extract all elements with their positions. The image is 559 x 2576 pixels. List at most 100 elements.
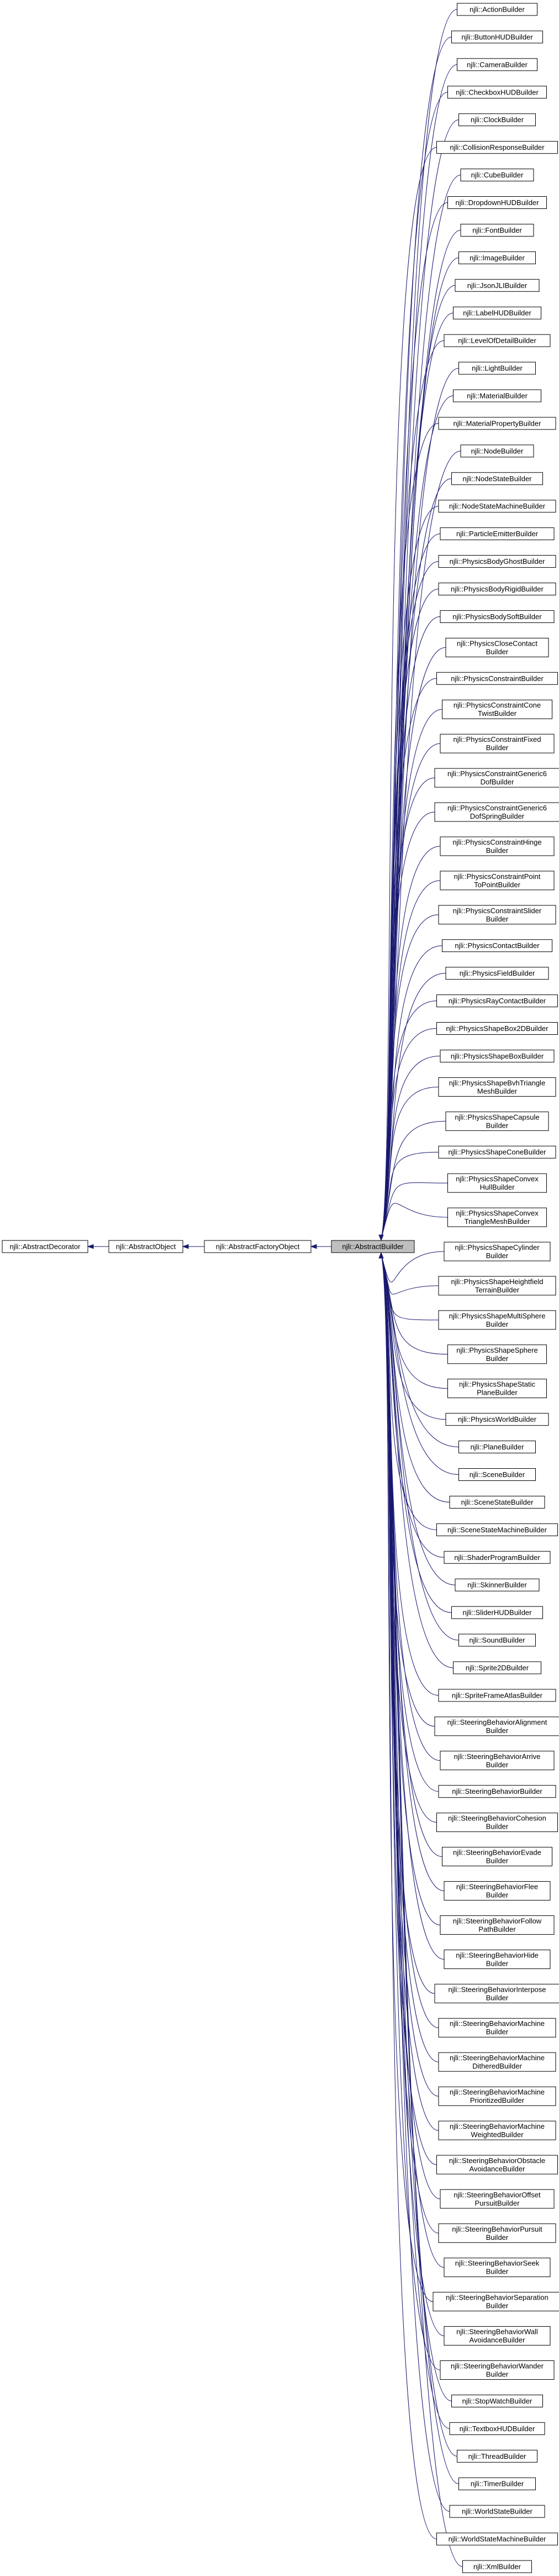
class-node-plane-builder[interactable]: njli::PlaneBuilder xyxy=(458,1441,536,1454)
class-node-steering-behavior-wall-avoidance-builder[interactable]: njli::SteeringBehaviorWallAvoidanceBuild… xyxy=(444,2326,551,2346)
class-node-physics-constraint-generic6-dof-spring-builder[interactable]: njli::PhysicsConstraintGeneric6DofSpring… xyxy=(434,802,559,822)
class-node-world-state-machine-builder[interactable]: njli::WorldStateMachineBuilder xyxy=(436,2532,558,2546)
class-node-particle-emitter-builder[interactable]: njli::ParticleEmitterBuilder xyxy=(440,527,555,541)
class-node-physics-world-builder[interactable]: njli::PhysicsWorldBuilder xyxy=(445,1413,549,1426)
inheritance-edge xyxy=(381,777,435,1240)
class-node-physics-shape-box2-dbuilder[interactable]: njli::PhysicsShapeBox2DBuilder xyxy=(436,1022,558,1035)
class-node-abstract-builder[interactable]: njli::AbstractBuilder xyxy=(331,1240,415,1253)
class-node-physics-constraint-generic6-dof-builder[interactable]: njli::PhysicsConstraintGeneric6DofBuilde… xyxy=(434,768,559,788)
class-node-shader-program-builder[interactable]: njli::ShaderProgramBuilder xyxy=(444,1551,551,1564)
class-node-clock-builder[interactable]: njli::ClockBuilder xyxy=(458,113,536,127)
class-node-steering-behavior-seek-builder-label: njli::SteeringBehaviorSeek xyxy=(455,2259,540,2268)
class-node-steering-behavior-offset-pursuit-builder[interactable]: njli::SteeringBehaviorOffsetPursuitBuild… xyxy=(440,2189,555,2209)
class-node-abstract-decorator[interactable]: njli::AbstractDecorator xyxy=(2,1240,88,1253)
class-node-steering-behavior-alignment-builder-label: Builder xyxy=(486,1726,509,1735)
class-node-json-jlibuilder-box xyxy=(455,279,540,292)
class-node-level-of-detail-builder-label: njli::LevelOfDetailBuilder xyxy=(458,337,536,345)
class-node-timer-builder[interactable]: njli::TimerBuilder xyxy=(458,2477,536,2490)
class-node-steering-behavior-interpose-builder-box xyxy=(434,1983,559,2003)
class-node-physics-constraint-point-to-point-builder[interactable]: njli::PhysicsConstraintPointToPointBuild… xyxy=(440,871,555,891)
class-node-dropdown-hudbuilder[interactable]: njli::DropdownHUDBuilder xyxy=(447,196,547,209)
class-node-level-of-detail-builder[interactable]: njli::LevelOfDetailBuilder xyxy=(444,334,551,347)
class-node-steering-behavior-builder[interactable]: njli::SteeringBehaviorBuilder xyxy=(438,1785,556,1798)
class-node-stop-watch-builder[interactable]: njli::StopWatchBuilder xyxy=(451,2394,543,2407)
class-node-abstract-factory-object[interactable]: njli::AbstractFactoryObject xyxy=(204,1240,312,1253)
class-node-sprite2-dbuilder[interactable]: njli::Sprite2DBuilder xyxy=(453,1661,541,1674)
class-node-node-state-builder[interactable]: njli::NodeStateBuilder xyxy=(451,472,543,485)
class-node-label-hudbuilder[interactable]: njli::LabelHUDBuilder xyxy=(453,306,541,320)
class-node-camera-builder[interactable]: njli::CameraBuilder xyxy=(457,58,537,71)
class-node-steering-behavior-machine-prioritized-builder[interactable]: njli::SteeringBehaviorMachinePrioritized… xyxy=(438,2086,556,2106)
class-node-action-builder[interactable]: njli::ActionBuilder xyxy=(457,3,537,16)
class-node-world-state-builder[interactable]: njli::WorldStateBuilder xyxy=(449,2505,545,2518)
class-node-physics-field-builder[interactable]: njli::PhysicsFieldBuilder xyxy=(445,967,549,980)
class-node-steering-behavior-machine-weighted-builder[interactable]: njli::SteeringBehaviorMachineWeightedBui… xyxy=(438,2121,556,2140)
class-node-material-property-builder[interactable]: njli::MaterialPropertyBuilder xyxy=(438,417,556,430)
class-node-physics-body-rigid-builder[interactable]: njli::PhysicsBodyRigidBuilder xyxy=(438,583,556,595)
class-node-font-builder[interactable]: njli::FontBuilder xyxy=(460,223,534,237)
class-node-sprite-frame-atlas-builder[interactable]: njli::SpriteFrameAtlasBuilder xyxy=(438,1689,556,1702)
class-node-action-builder-label: njli::ActionBuilder xyxy=(470,6,525,14)
class-node-cube-builder-box xyxy=(460,169,534,182)
class-node-steering-behavior-arrive-builder-label: Builder xyxy=(486,1761,509,1769)
class-node-skinner-builder[interactable]: njli::SkinnerBuilder xyxy=(455,1578,540,1591)
class-node-xml-builder[interactable]: njli::XmlBuilder xyxy=(462,2560,532,2573)
class-node-node-builder[interactable]: njli::NodeBuilder xyxy=(460,444,534,458)
class-node-physics-body-ghost-builder[interactable]: njli::PhysicsBodyGhostBuilder xyxy=(438,555,556,568)
class-node-collision-response-builder[interactable]: njli::CollisionResponseBuilder xyxy=(436,141,558,154)
class-node-physics-shape-convex-triangle-mesh-builder[interactable]: njli::PhysicsShapeConvexTriangleMeshBuil… xyxy=(447,1207,547,1227)
class-node-thread-builder[interactable]: njli::ThreadBuilder xyxy=(457,2449,537,2463)
class-node-physics-shape-box-builder[interactable]: njli::PhysicsShapeBoxBuilder xyxy=(440,1049,555,1062)
class-node-checkbox-hudbuilder[interactable]: njli::CheckboxHUDBuilder xyxy=(447,86,547,99)
class-node-physics-body-soft-builder[interactable]: njli::PhysicsBodySoftBuilder xyxy=(440,610,555,623)
class-node-physics-constraint-builder[interactable]: njli::PhysicsConstraintBuilder xyxy=(436,672,558,685)
class-node-json-jlibuilder[interactable]: njli::JsonJLIBuilder xyxy=(455,279,540,292)
class-node-cube-builder[interactable]: njli::CubeBuilder xyxy=(460,169,534,182)
class-node-node-state-machine-builder[interactable]: njli::NodeStateMachineBuilder xyxy=(438,500,556,513)
class-node-abstract-object[interactable]: njli::AbstractObject xyxy=(108,1240,183,1253)
class-node-light-builder[interactable]: njli::LightBuilder xyxy=(458,362,536,375)
class-node-sound-builder[interactable]: njli::SoundBuilder xyxy=(458,1633,536,1647)
class-node-scene-builder[interactable]: njli::SceneBuilder xyxy=(458,1468,536,1481)
class-node-physics-constraint-generic6-dof-spring-builder-label: njli::PhysicsConstraintGeneric6 xyxy=(447,804,547,812)
class-node-physics-ray-contact-builder[interactable]: njli::PhysicsRayContactBuilder xyxy=(436,994,558,1008)
class-node-button-hudbuilder[interactable]: njli::ButtonHUDBuilder xyxy=(451,30,543,44)
class-node-physics-shape-cone-builder[interactable]: njli::PhysicsShapeConeBuilder xyxy=(438,1145,556,1159)
class-node-textbox-hudbuilder[interactable]: njli::TextboxHUDBuilder xyxy=(449,2422,545,2435)
class-node-slider-hudbuilder[interactable]: njli::SliderHUDBuilder xyxy=(451,1606,543,1619)
class-node-steering-behavior-obstacle-avoidance-builder[interactable]: njli::SteeringBehaviorObstacleAvoidanceB… xyxy=(436,2155,558,2175)
class-node-steering-behavior-machine-dithered-builder[interactable]: njli::SteeringBehaviorMachineDitheredBui… xyxy=(438,2052,556,2072)
class-node-physics-shape-heightfield-terrain-builder[interactable]: njli::PhysicsShapeHeightfieldTerrainBuil… xyxy=(438,1276,556,1296)
class-node-scene-state-machine-builder[interactable]: njli::SceneStateMachineBuilder xyxy=(436,1523,558,1536)
class-node-physics-constraint-builder-label: njli::PhysicsConstraintBuilder xyxy=(451,674,544,683)
class-node-image-builder[interactable]: njli::ImageBuilder xyxy=(458,251,536,264)
class-node-material-builder[interactable]: njli::MaterialBuilder xyxy=(453,389,541,402)
class-node-scene-state-builder[interactable]: njli::SceneStateBuilder xyxy=(449,1495,545,1509)
class-node-physics-contact-builder[interactable]: njli::PhysicsContactBuilder xyxy=(442,939,552,952)
